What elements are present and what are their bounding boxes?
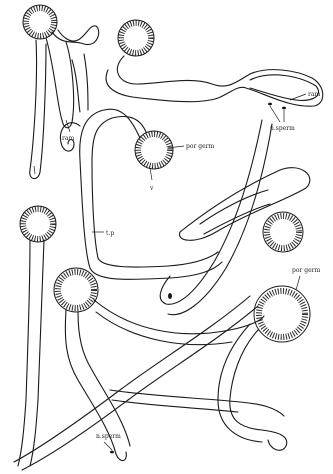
sperm-nucleus-top <box>268 103 272 106</box>
pollen-tube-top-left-a <box>52 26 99 45</box>
pollen-tube-lower-left-b <box>78 312 130 446</box>
label-text-tp: t.p <box>106 230 114 237</box>
label-text-n-sperm-top: n.sperm <box>270 125 295 132</box>
pollen-tube-center-a <box>80 109 222 279</box>
label-text-v: v <box>149 185 154 192</box>
label-v: v <box>149 185 154 192</box>
label-por-germ-right: por germ <box>292 267 320 290</box>
pollen-tube-crossing-b <box>168 124 272 315</box>
pollen-grain-right <box>263 212 303 252</box>
pollen-tube-right-branch <box>200 190 270 234</box>
pollen-grain-top-left <box>23 5 57 39</box>
label-n-sperm-top: n.sperm <box>270 106 295 132</box>
label-tp: t.p <box>92 230 114 237</box>
pollen-tube-top-left-b <box>46 38 74 128</box>
tube-nucleus-top-left <box>34 166 35 174</box>
label-por-germ-center: por germ <box>168 143 214 150</box>
pollen-tube-top-left-c <box>30 40 46 179</box>
pollen-grain-lower-right <box>254 286 310 342</box>
label-text-n-sperm-bottom: n.sperm <box>96 433 121 440</box>
pollen-tube-center-b <box>92 117 218 268</box>
germ-pore-center <box>150 168 152 180</box>
pollen-tube-diagonal-b <box>22 306 258 470</box>
sperm-nucleus-top-b <box>282 107 286 110</box>
pollen-tube-left <box>18 240 44 466</box>
sperm-nucleus-bottom <box>110 451 114 454</box>
pollen-grain-center <box>135 131 173 169</box>
label-text-por-germ-right: por germ <box>292 267 320 274</box>
pollen-tube-diagonal-a <box>14 296 250 462</box>
pollen-grain-top-center <box>118 20 154 56</box>
pollen-grain-left <box>20 206 56 242</box>
label-text-ram-left: ram <box>62 135 74 142</box>
pollen-tube-top-left-d <box>72 54 88 112</box>
label-text-ram-top: ram <box>308 91 320 98</box>
tube-nucleus-center <box>168 293 172 299</box>
label-ram-top: ram <box>290 91 320 100</box>
label-text-por-germ-center: por germ <box>186 143 214 150</box>
label-n-sperm-bottom: n.sperm <box>96 433 121 450</box>
pollen-grain-lower-left <box>54 268 98 312</box>
